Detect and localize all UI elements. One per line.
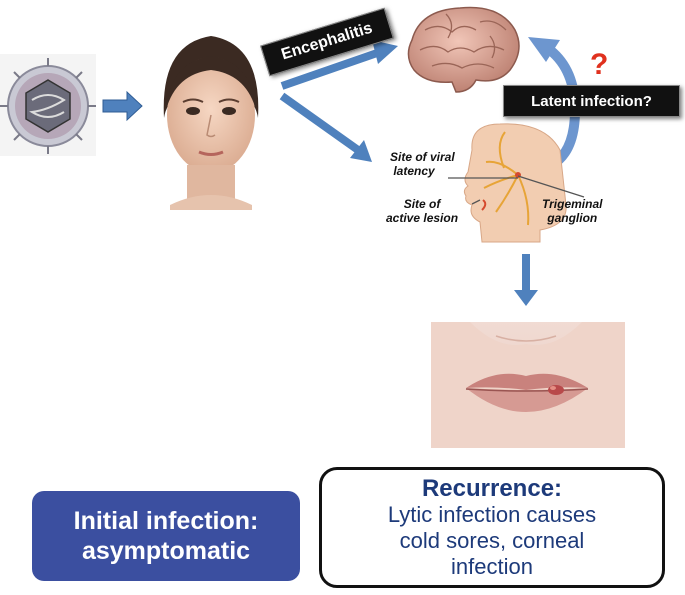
site-active-line-1: Site of xyxy=(403,197,441,211)
head-nerve-illustration-icon xyxy=(463,123,567,243)
brain-illustration-icon xyxy=(407,6,520,93)
face-photo-icon xyxy=(152,28,270,210)
latent-curved-arrow-head xyxy=(528,37,560,62)
trigeminal-line-2: ganglion xyxy=(547,211,598,225)
arrow-face-to-brain-shaft xyxy=(280,48,382,90)
recurrence-line-2: cold sores, corneal xyxy=(399,528,585,553)
site-active-line-2: active lesion xyxy=(386,211,459,225)
recurrence-line-3: infection xyxy=(451,554,533,579)
lips-cold-sore-photo-icon xyxy=(431,322,625,448)
arrow-face-to-brain-head xyxy=(372,40,398,64)
arrow-virus-to-face xyxy=(102,90,143,122)
question-mark: ? xyxy=(590,48,609,81)
latent-infection-label: Latent infection? xyxy=(503,85,680,117)
recurrence-box: Recurrence: Lytic infection causes cold … xyxy=(319,467,665,588)
arrow-head-to-lips-head xyxy=(514,290,538,306)
trigeminal-line-1: Trigeminal xyxy=(542,197,603,211)
initial-line-1: Initial infection: xyxy=(73,507,259,535)
recurrence-line-1: Lytic infection causes xyxy=(387,502,597,527)
recurrence-title: Recurrence: xyxy=(421,475,563,502)
site-of-viral-latency-label: Site of viral latency xyxy=(390,150,455,178)
arrow-face-to-head-head xyxy=(350,140,372,162)
initial-line-2: asymptomatic xyxy=(81,537,251,565)
virus-diagram-icon xyxy=(0,54,96,156)
site-latency-line-2: latency xyxy=(393,164,435,178)
site-of-active-lesion-label: Site of active lesion xyxy=(386,197,458,225)
trigeminal-ganglion-label: Trigeminal ganglion xyxy=(542,197,602,225)
initial-infection-box: Initial infection: asymptomatic xyxy=(32,491,300,581)
arrow-face-to-head-shaft xyxy=(279,92,361,154)
site-latency-line-1: Site of viral xyxy=(390,150,455,164)
